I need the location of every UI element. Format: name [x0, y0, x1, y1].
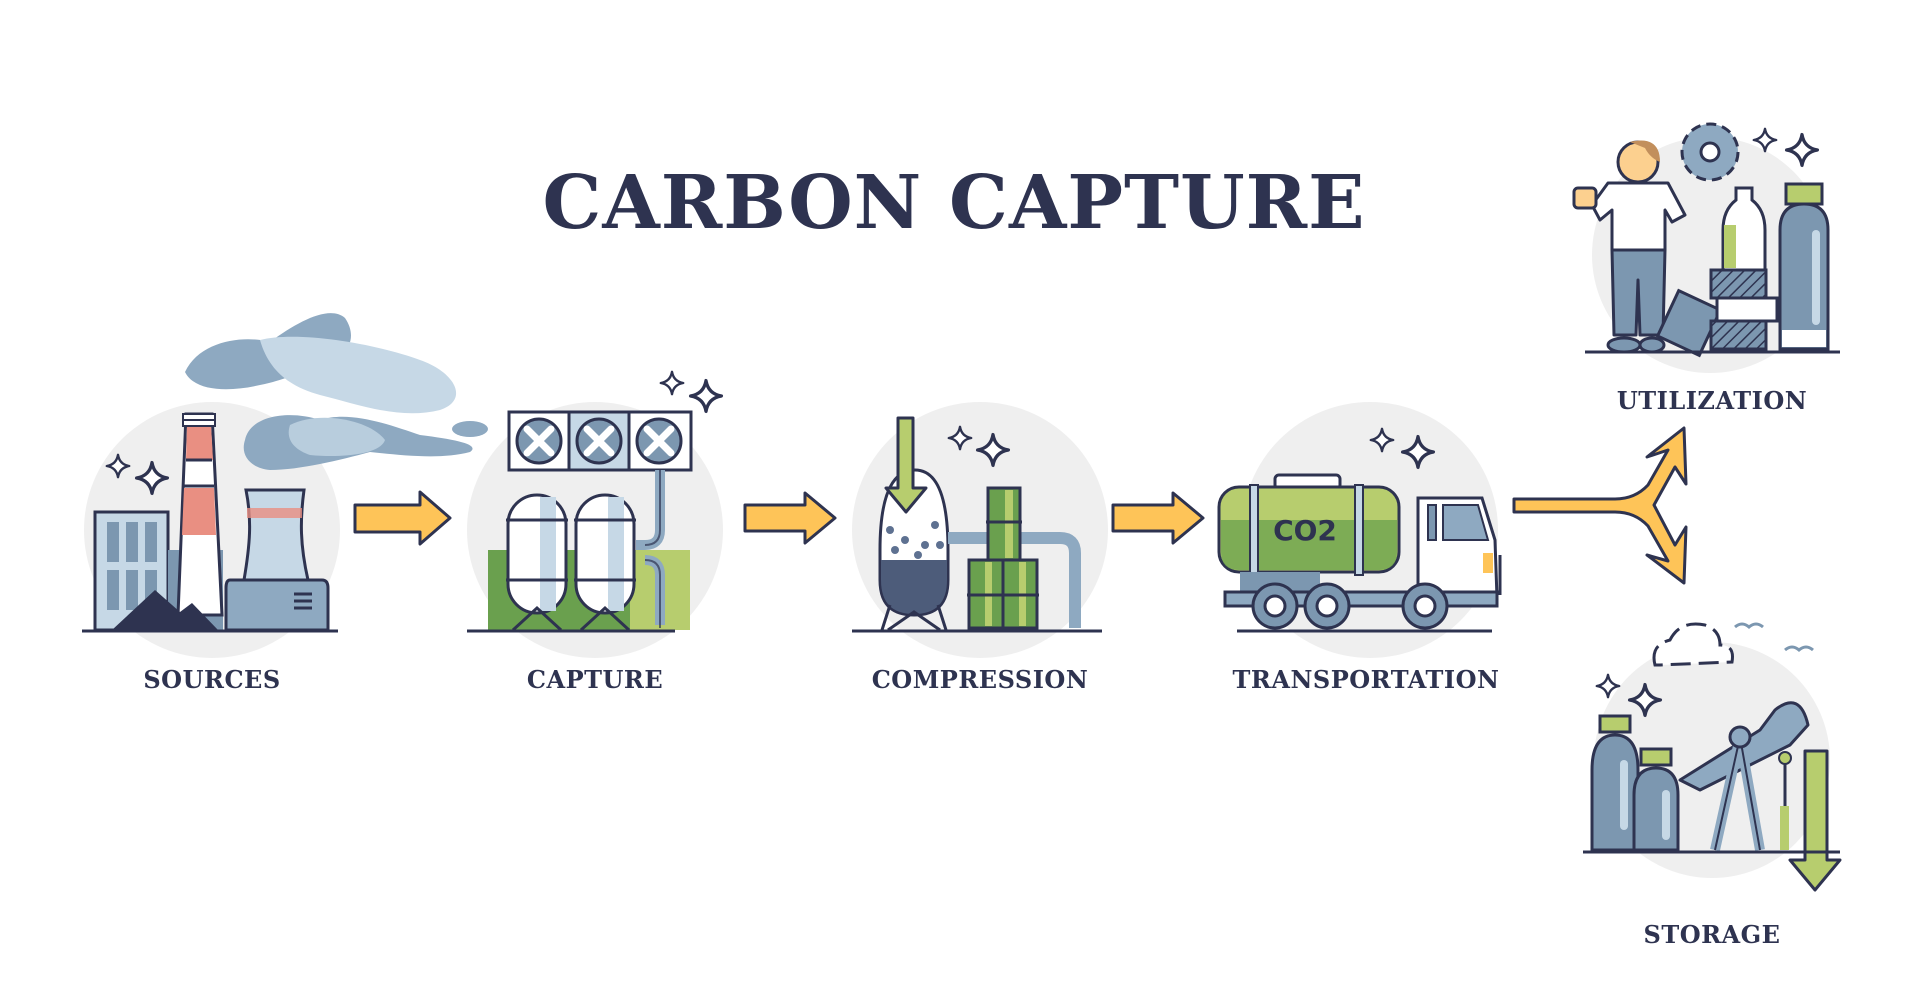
stage-label-utilization: UTILIZATION	[1616, 386, 1808, 415]
factory-building-icon	[93, 510, 223, 632]
arrow-down-icon	[884, 416, 928, 514]
stage-label-transportation: TRANSPORTATION	[1232, 665, 1500, 694]
stage-label-sources: SOURCES	[143, 665, 281, 694]
coal-pile-icon	[112, 590, 218, 630]
arrow-right-icon	[353, 490, 452, 546]
chimney-icon	[176, 412, 224, 617]
co2-label: CO2	[1273, 514, 1337, 547]
gas-cylinders-icon	[1590, 714, 1680, 852]
birds-icon	[1734, 622, 1814, 652]
sparkle-icon	[659, 370, 685, 396]
arrow-down-icon	[1788, 749, 1842, 892]
gear-icon	[1680, 122, 1740, 182]
title-text: CARBON CAPTURE	[542, 160, 1366, 246]
person-icon	[1572, 140, 1687, 354]
diagram-title: CARBON CAPTURE	[0, 160, 1920, 246]
bottles-icon	[1709, 182, 1830, 351]
compression-stage	[852, 402, 1108, 658]
smoke-cloud-icon	[185, 313, 488, 470]
stage-label-capture: CAPTURE	[526, 665, 664, 694]
stage-label-storage: STORAGE	[1643, 920, 1781, 949]
utilization-stage	[1572, 122, 1840, 373]
sparkle-icon	[688, 378, 724, 414]
tanker-truck-icon: CO2	[1217, 473, 1502, 630]
pumpjack-icon	[1678, 701, 1810, 852]
storage-stage	[1583, 622, 1842, 892]
barrels-icon	[967, 486, 1039, 630]
transportation-stage: CO2	[1217, 402, 1502, 658]
arrow-right-icon	[1111, 491, 1205, 545]
split-arrow-icon	[1512, 426, 1688, 585]
compressor-vessel-icon	[878, 416, 950, 632]
arrow-right-icon	[743, 491, 837, 545]
storage-tanks-icon	[506, 493, 636, 632]
sparkle-icon	[1784, 132, 1820, 168]
fan-unit-icon	[507, 410, 693, 472]
capture-stage	[467, 370, 724, 658]
sources-stage	[82, 313, 488, 658]
cooling-tower-icon	[224, 488, 330, 632]
cloud-icon	[1652, 622, 1734, 667]
stage-label-compression: COMPRESSION	[871, 665, 1089, 694]
